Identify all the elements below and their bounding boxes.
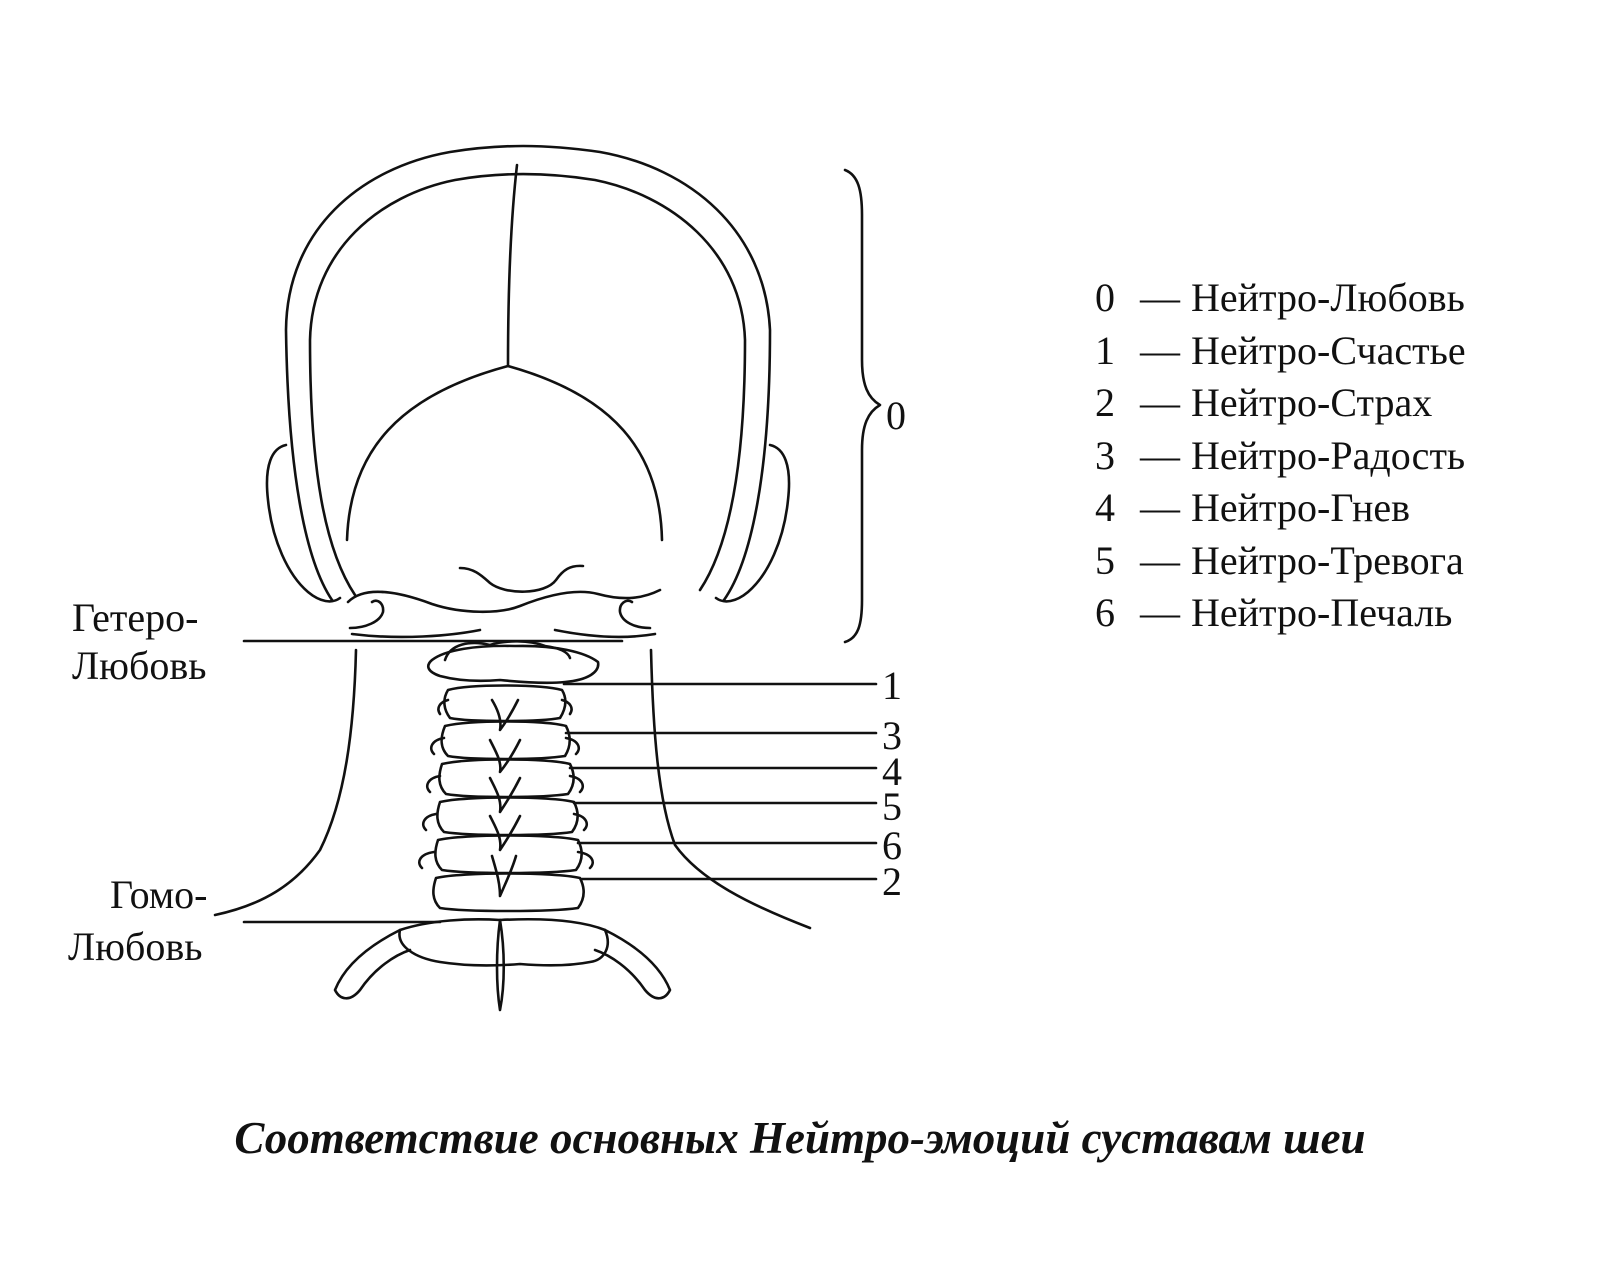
legend-dash: — (1129, 482, 1191, 535)
legend-dash: — (1129, 377, 1191, 430)
right-mastoid (620, 601, 650, 628)
figure-caption: Соответствие основных Нейтро-эмоций суст… (0, 1112, 1600, 1164)
legend-name: Нейтро-Любовь (1191, 275, 1465, 320)
lambdoid-suture (347, 366, 662, 540)
legend-code: 3 (1095, 430, 1129, 483)
left-first-rib (335, 930, 410, 998)
legend-code: 2 (1095, 377, 1129, 430)
brace-label-0: 0 (886, 396, 906, 436)
neck-left-outline (215, 650, 356, 915)
vertebra-label: 2 (882, 862, 902, 902)
legend-name: Нейтро-Гнев (1191, 485, 1410, 530)
legend-item: 6—Нейтро-Печаль (1095, 587, 1466, 640)
legend-item: 3—Нейтро-Радость (1095, 430, 1466, 483)
sagittal-suture (508, 165, 517, 366)
homo-love-label-line2: Любовь (68, 924, 203, 970)
legend-name: Нейтро-Страх (1191, 380, 1432, 425)
occipital-base (348, 590, 660, 612)
legend: 0—Нейтро-Любовь 1—Нейтро-Счастье 2—Нейтр… (1095, 272, 1466, 640)
legend-name: Нейтро-Печаль (1191, 590, 1452, 635)
right-first-rib (595, 930, 670, 998)
legend-item: 0—Нейтро-Любовь (1095, 272, 1466, 325)
atlas-vertebra (428, 646, 598, 683)
legend-item: 5—Нейтро-Тревога (1095, 535, 1466, 588)
foramen-magnum (460, 566, 583, 592)
legend-item: 1—Нейтро-Счастье (1095, 325, 1466, 378)
hetero-love-label-line1: Гетеро- (72, 595, 198, 641)
legend-code: 4 (1095, 482, 1129, 535)
left-mastoid (350, 601, 383, 628)
legend-code: 0 (1095, 272, 1129, 325)
legend-name: Нейтро-Счастье (1191, 328, 1466, 373)
legend-item: 2—Нейтро-Страх (1095, 377, 1466, 430)
legend-code: 5 (1095, 535, 1129, 588)
legend-dash: — (1129, 587, 1191, 640)
legend-code: 1 (1095, 325, 1129, 378)
legend-name: Нейтро-Тревога (1191, 538, 1464, 583)
legend-name: Нейтро-Радость (1191, 433, 1465, 478)
legend-dash: — (1129, 535, 1191, 588)
neck-right-outline (651, 650, 810, 928)
cervical-vertebrae (419, 686, 592, 912)
legend-code: 6 (1095, 587, 1129, 640)
atlas-top (445, 641, 570, 660)
skull-inner-outline (310, 174, 745, 595)
hetero-love-label-line2: Любовь (72, 643, 207, 689)
skull-base-line (352, 630, 655, 637)
legend-dash: — (1129, 430, 1191, 483)
legend-dash: — (1129, 325, 1191, 378)
head-brace (845, 170, 880, 642)
legend-item: 4—Нейтро-Гнев (1095, 482, 1466, 535)
vertebra-label: 1 (882, 666, 902, 706)
legend-dash: — (1129, 272, 1191, 325)
homo-love-label-line1: Гомо- (110, 872, 207, 918)
vertebra-label: 5 (882, 787, 902, 827)
